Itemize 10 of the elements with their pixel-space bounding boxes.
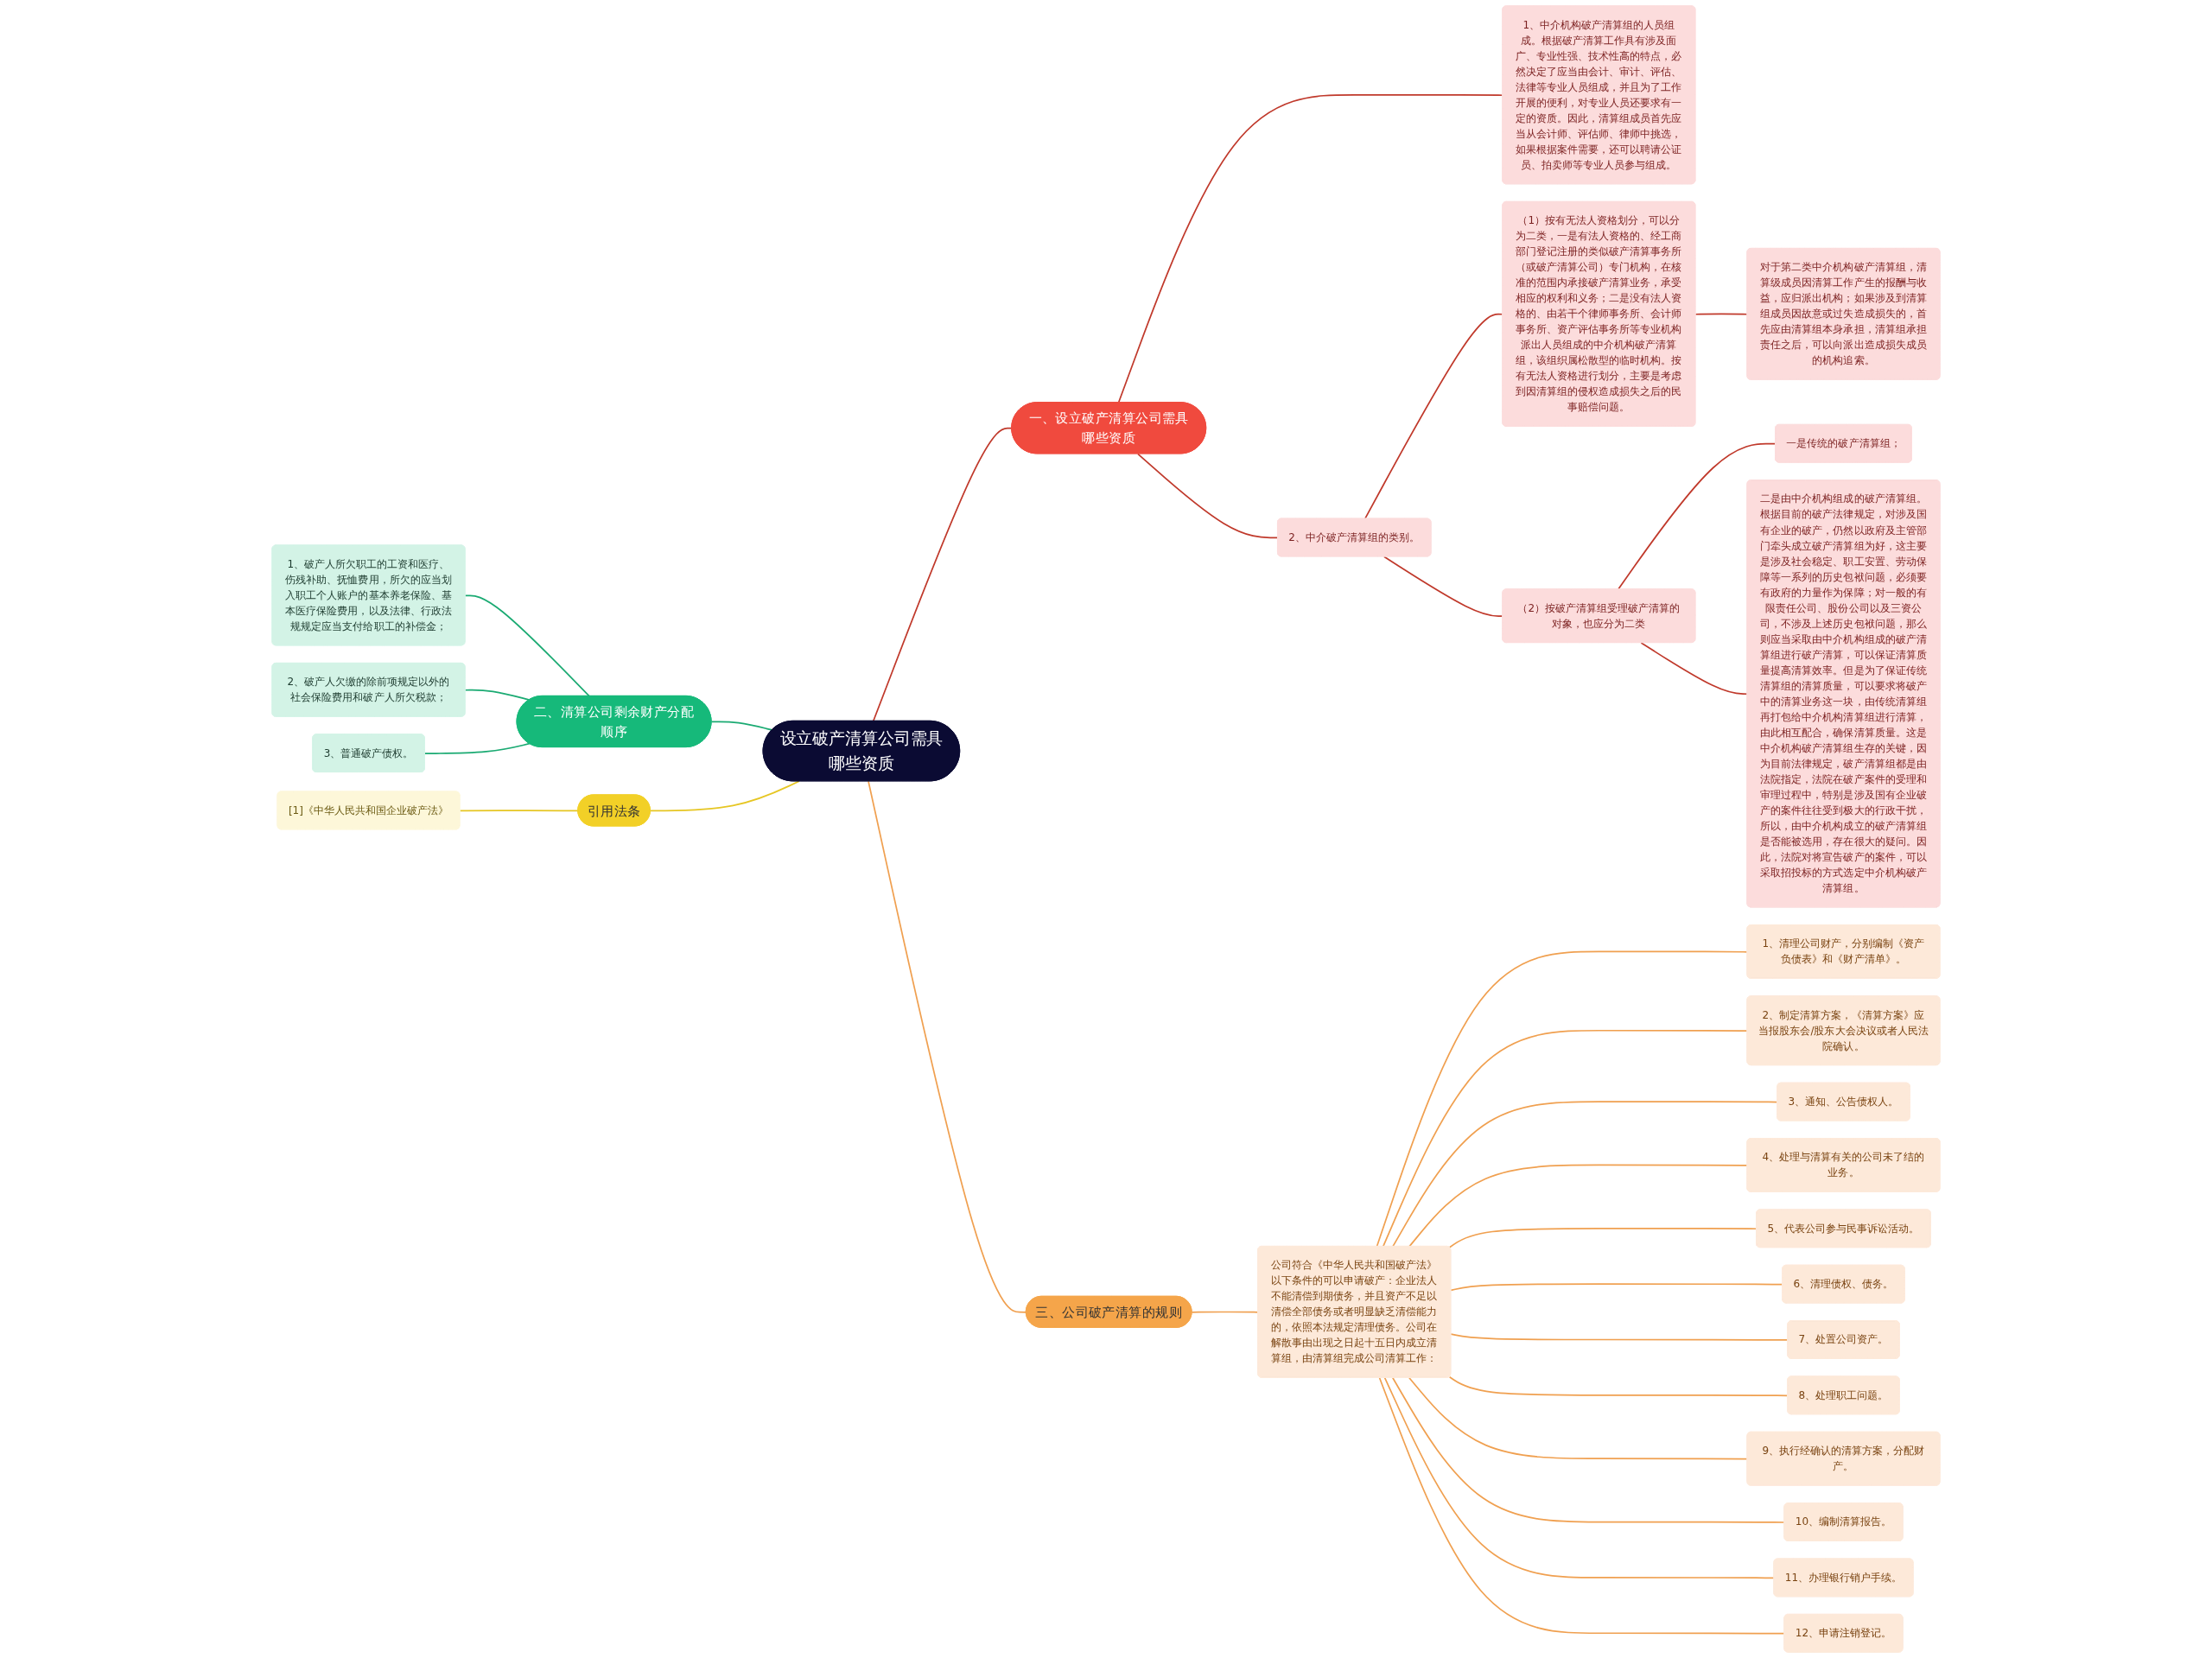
connector: [649, 780, 800, 812]
connector: [464, 594, 590, 697]
connector: [710, 721, 773, 731]
connector: [1448, 1227, 1758, 1248]
connector: [872, 427, 1013, 722]
connector: [464, 689, 531, 701]
connector: [1191, 1311, 1259, 1313]
connector: [423, 742, 531, 754]
connector: [868, 780, 1027, 1313]
connector: [1137, 453, 1279, 539]
